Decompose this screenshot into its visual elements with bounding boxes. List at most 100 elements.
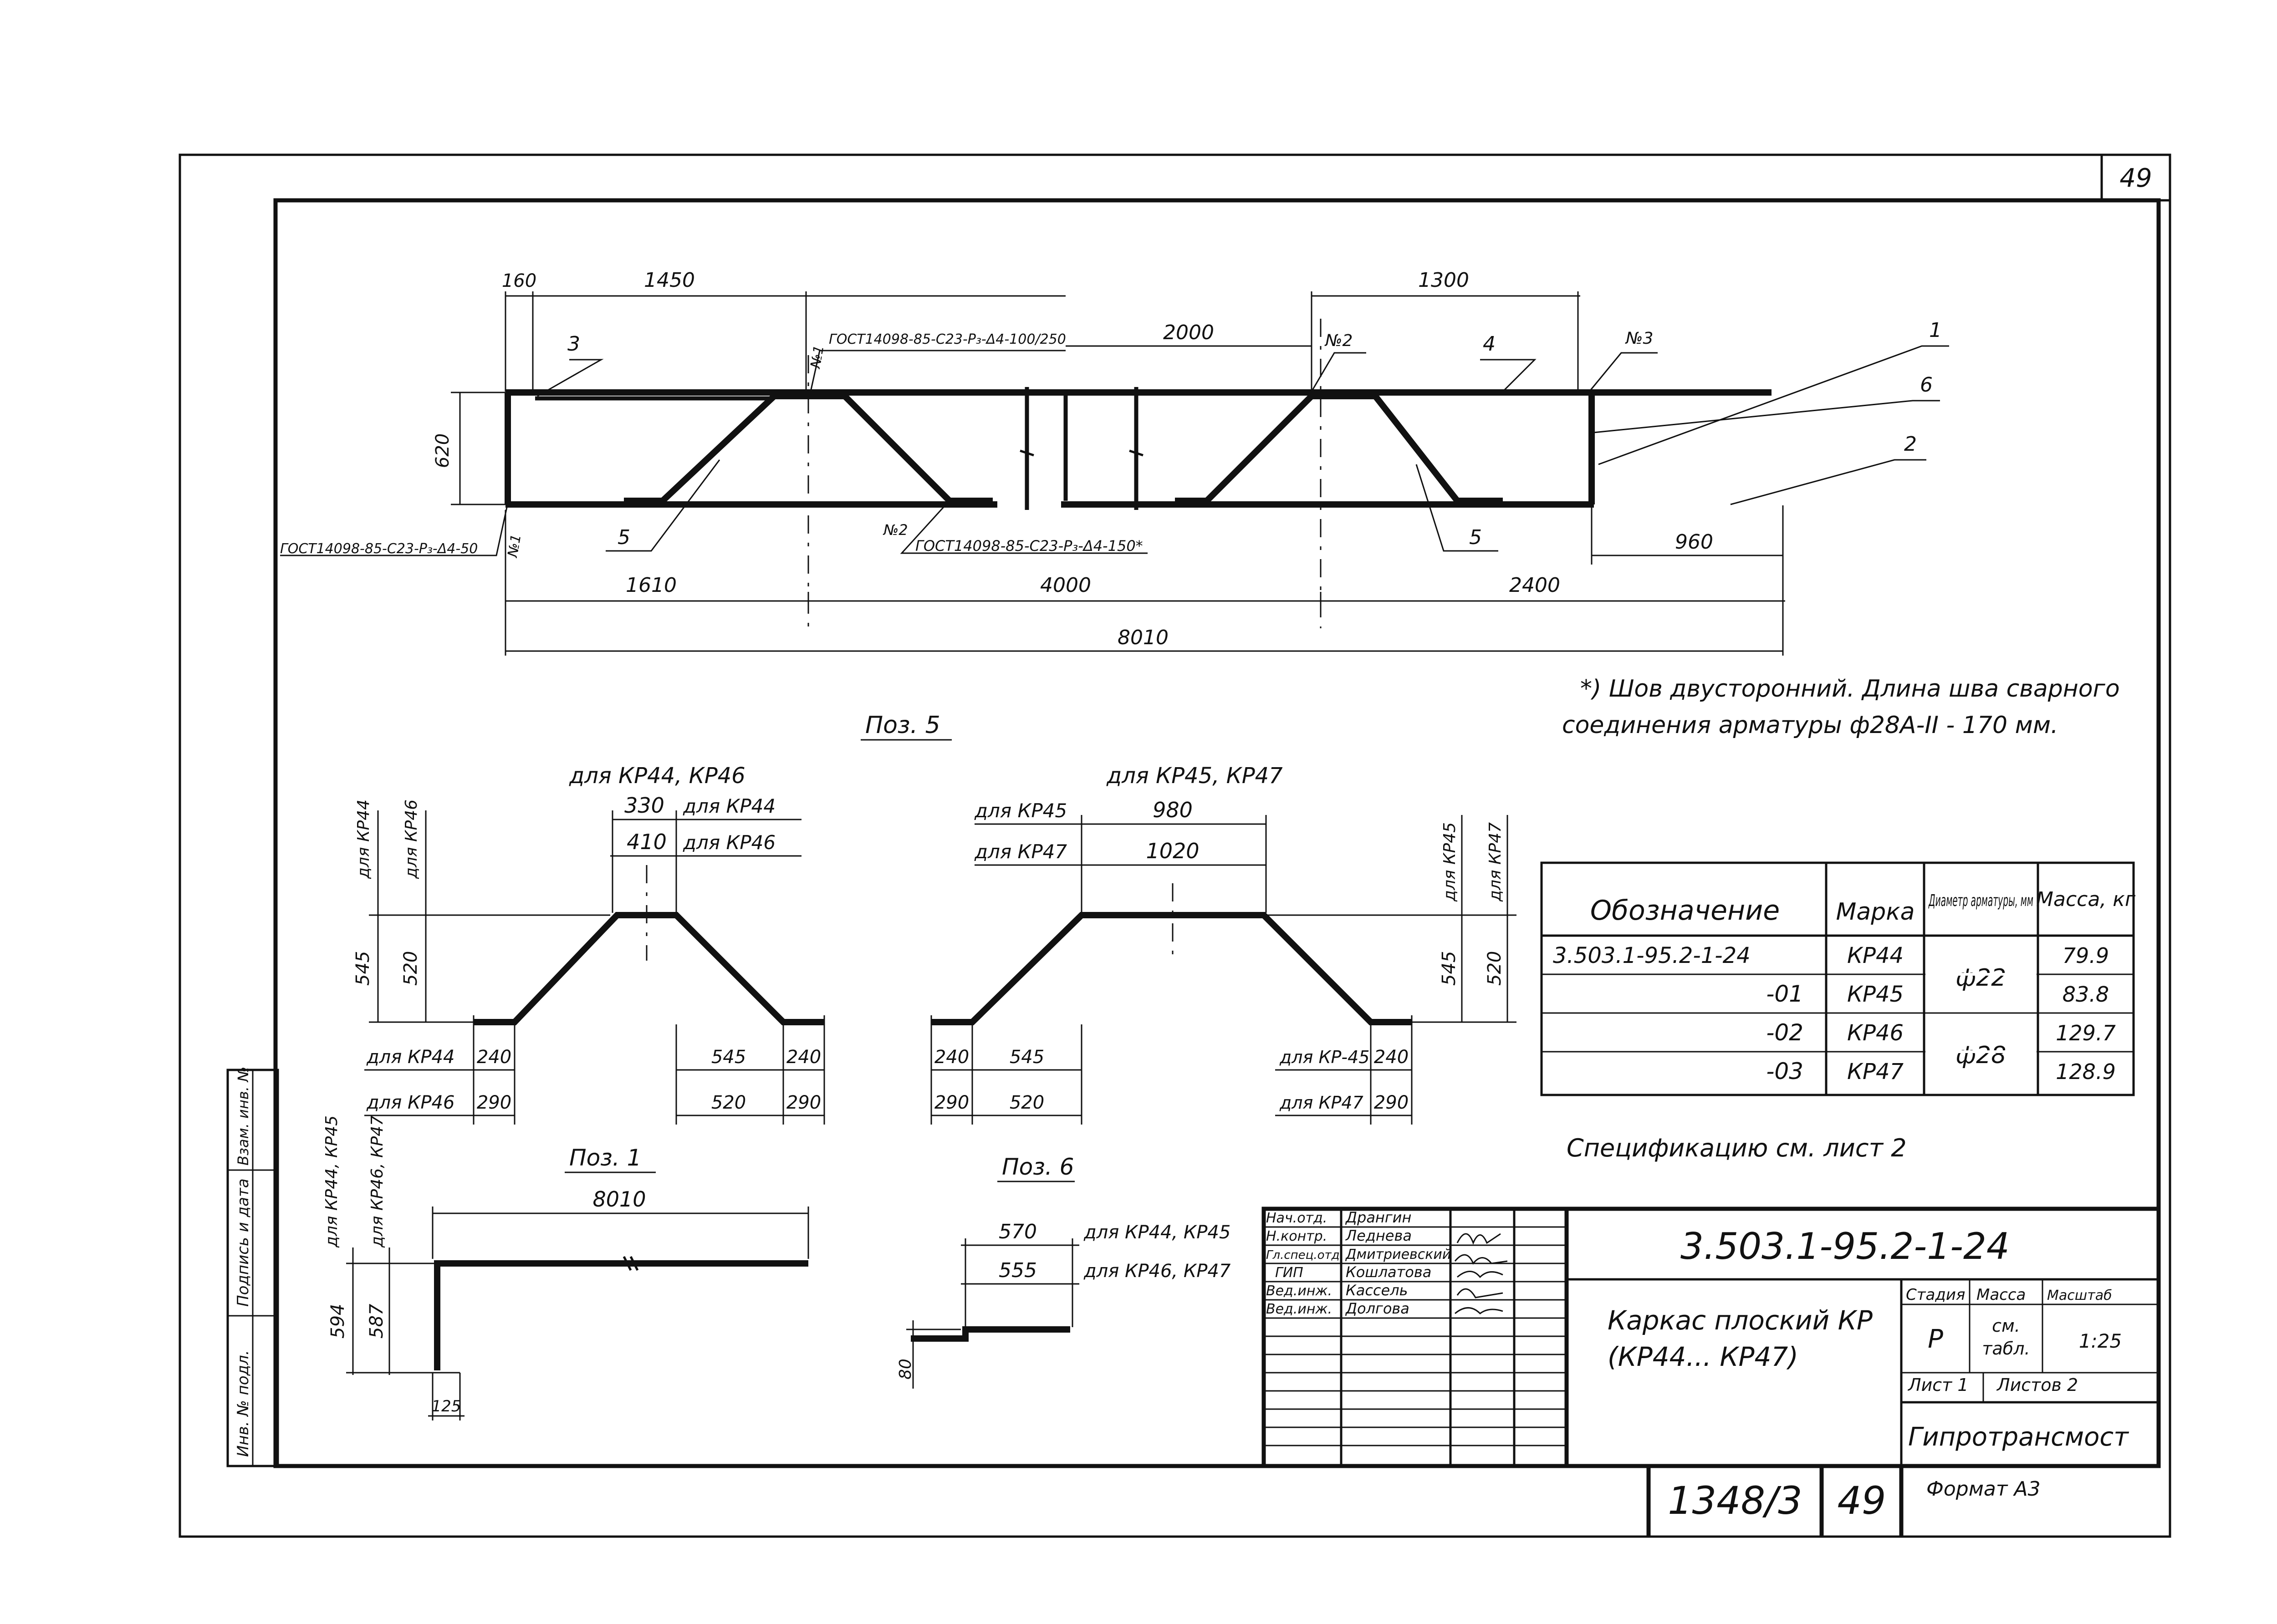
- poz1-dim-8010: 8010: [592, 1187, 646, 1212]
- poz5-left-dim-330: 330: [624, 793, 664, 818]
- signatures: [1454, 1233, 1508, 1314]
- poz5-right-bdim-520: 520: [1010, 1092, 1044, 1113]
- tb-role-4: ГИП: [1275, 1265, 1303, 1281]
- poz5-left-bdim-520: 520: [711, 1092, 746, 1113]
- outer-border: [179, 153, 2171, 1538]
- tb-role-6: Вед.инж.: [1266, 1301, 1332, 1317]
- dim-1300: 1300: [1418, 269, 1469, 292]
- spec-row-1-designation: 3.503.1-95.2-1-24: [1553, 943, 1751, 968]
- poz1-vlabel-1: для КР44, КР45: [322, 1115, 341, 1248]
- tb-name-6: Долгова: [1345, 1300, 1409, 1317]
- tb-title-1: Каркас плоский КР: [1608, 1305, 1873, 1336]
- weld-mark-left: №1: [505, 533, 525, 560]
- note-line-2: соединения арматуры ф28А-II - 170 мм.: [1562, 712, 2058, 739]
- tb-title-2: (КР44... КР47): [1608, 1341, 1798, 1372]
- poz6: Поз. 6 570 555 для КР44, КР45 для КР46, …: [896, 1154, 1231, 1389]
- format-label: Формат А3: [1926, 1477, 2041, 1501]
- poz5-left-bdim-240: 240: [477, 1047, 511, 1068]
- spec-row-3-designation: -02: [1766, 1019, 1803, 1046]
- callout-4: 4: [1483, 332, 1496, 356]
- poz5-left-dim-410: 410: [627, 830, 667, 854]
- poz5-left-bdim-290: 290: [477, 1092, 511, 1113]
- spec-row-3-diameter: ф28: [1956, 1042, 2006, 1069]
- sheet-number-top: 49: [2119, 163, 2152, 193]
- tb-role-1: Нач.отд.: [1266, 1210, 1327, 1226]
- weld-mark-3: №3: [1625, 329, 1653, 348]
- spec-row-2-designation: -01: [1766, 981, 1803, 1007]
- bent-bar-left: [624, 393, 993, 504]
- poz5-left-vdim-520: 520: [400, 951, 421, 986]
- tb-organization: Гипротрансмост: [1908, 1422, 2129, 1452]
- dim-2400: 2400: [1509, 574, 1560, 597]
- poz5-left-blabel-2: для КР46: [366, 1092, 454, 1113]
- tb-name-5: Кассель: [1346, 1282, 1408, 1299]
- poz5-right-bdim-290: 290: [934, 1092, 969, 1113]
- callout-2: 2: [1904, 433, 1917, 456]
- poz5-right-vlabel-1: для КР45: [1440, 822, 1459, 902]
- dim-620: 620: [432, 433, 453, 468]
- weld-note-left: ГОСТ14098-85-С23-Р₃-Δ4-50: [280, 541, 478, 557]
- dim-1610: 1610: [626, 574, 677, 597]
- tb-scale-header: Масштаб: [2047, 1288, 2112, 1303]
- poz5-right-bdim-290b: 290: [1374, 1092, 1409, 1113]
- poz5-right-dim-980: 980: [1153, 798, 1193, 822]
- dim-2000: 2000: [1163, 321, 1214, 344]
- side-stamp-vzam: Взам. инв. №: [235, 1067, 252, 1166]
- weld-notes: ГОСТ14098-85-С23-Р₃-Δ4-100/250 №1 №2 №3 …: [280, 329, 1658, 559]
- tb-sheet: Лист 1: [1907, 1375, 1969, 1395]
- spec-row-1-diameter: ф22: [1956, 964, 2006, 992]
- poz6-dim-555: 555: [999, 1259, 1037, 1282]
- spec-row-4-mark: КР47: [1847, 1059, 1904, 1084]
- poz5-right-blabel-1: для КР-45: [1279, 1047, 1369, 1067]
- spec-footnote: Спецификацию см. лист 2: [1567, 1134, 1907, 1162]
- weld-note-top: ГОСТ14098-85-С23-Р₃-Δ4-100/250: [829, 331, 1066, 347]
- drawing-frame: [273, 198, 2161, 1468]
- callout-6: 6: [1920, 373, 1933, 397]
- bent-bar-right: [1175, 393, 1503, 504]
- spec-row-3-mark: КР46: [1847, 1020, 1904, 1046]
- poz5-right-dim-1020: 1020: [1146, 839, 1199, 863]
- poz1-vlabel-2: для КР46, КР47: [368, 1115, 387, 1248]
- poz5-left-bdim-545: 545: [711, 1047, 746, 1068]
- tb-name-1: Дрангин: [1345, 1209, 1411, 1226]
- poz6-label-2: для КР46, КР47: [1083, 1261, 1231, 1282]
- poz5-title: Поз. 5: [865, 712, 940, 739]
- tb-role-3: Гл.спец.отд.: [1266, 1248, 1343, 1262]
- tb-mass-1: см.: [1992, 1316, 2020, 1336]
- poz6-dim-570: 570: [999, 1220, 1037, 1243]
- poz5-left: для КР44, КР46 330 410 для КР44 для КР46…: [352, 763, 825, 1125]
- dim-960: 960: [1675, 530, 1713, 554]
- callout-5-left: 5: [618, 526, 630, 549]
- tb-stage-header: Стадия: [1906, 1286, 1965, 1304]
- poz5-left-vlabel-2: для КР46: [402, 799, 421, 879]
- spec-row-4-designation: -03: [1766, 1058, 1803, 1084]
- poz5-right-blabel-2: для КР47: [1279, 1093, 1363, 1113]
- poz5-left-blabel-1: для КР44: [366, 1047, 454, 1068]
- callout-1: 1: [1929, 319, 1942, 342]
- poz1-foot-125: 125: [432, 1397, 461, 1415]
- poz5-left-vlabel-1: для КР44: [354, 799, 373, 879]
- poz5-right-vdim-520: 520: [1484, 951, 1505, 986]
- poz1-vdim-587: 587: [366, 1303, 387, 1339]
- note-line-1: *) Шов двусторонний. Длина шва сварного: [1580, 675, 2120, 703]
- dim-1450: 1450: [644, 269, 695, 292]
- spec-header-designation: Обозначение: [1590, 895, 1780, 927]
- weld-mark-2-top: №2: [1324, 331, 1353, 350]
- callout-5-right: 5: [1469, 526, 1482, 549]
- tb-sheets: Листов 2: [1996, 1375, 2078, 1395]
- main-elevation: [505, 319, 1772, 628]
- side-stamp: Инв. № подл. Подпись и дата Взам. инв. №: [226, 1067, 279, 1467]
- spec-row-1-mass: 79.9: [2063, 943, 2109, 968]
- poz1-vdim-594: 594: [327, 1304, 348, 1339]
- weld-mark-2-bottom: №2: [883, 521, 908, 539]
- tb-stage: Р: [1928, 1324, 1943, 1354]
- tb-mass-2: табл.: [1982, 1339, 2030, 1359]
- side-stamp-sign: Подпись и дата: [234, 1178, 252, 1307]
- spec-header-diameter: Диаметр арматуры, мм: [1928, 891, 2033, 910]
- dim-4000: 4000: [1040, 574, 1091, 597]
- tb-name-2: Леднева: [1345, 1227, 1412, 1244]
- poz6-height-80: 80: [896, 1359, 915, 1380]
- poz5-left-label-kp44: для КР44: [683, 795, 776, 817]
- spec-row-1-mark: КР44: [1847, 943, 1904, 968]
